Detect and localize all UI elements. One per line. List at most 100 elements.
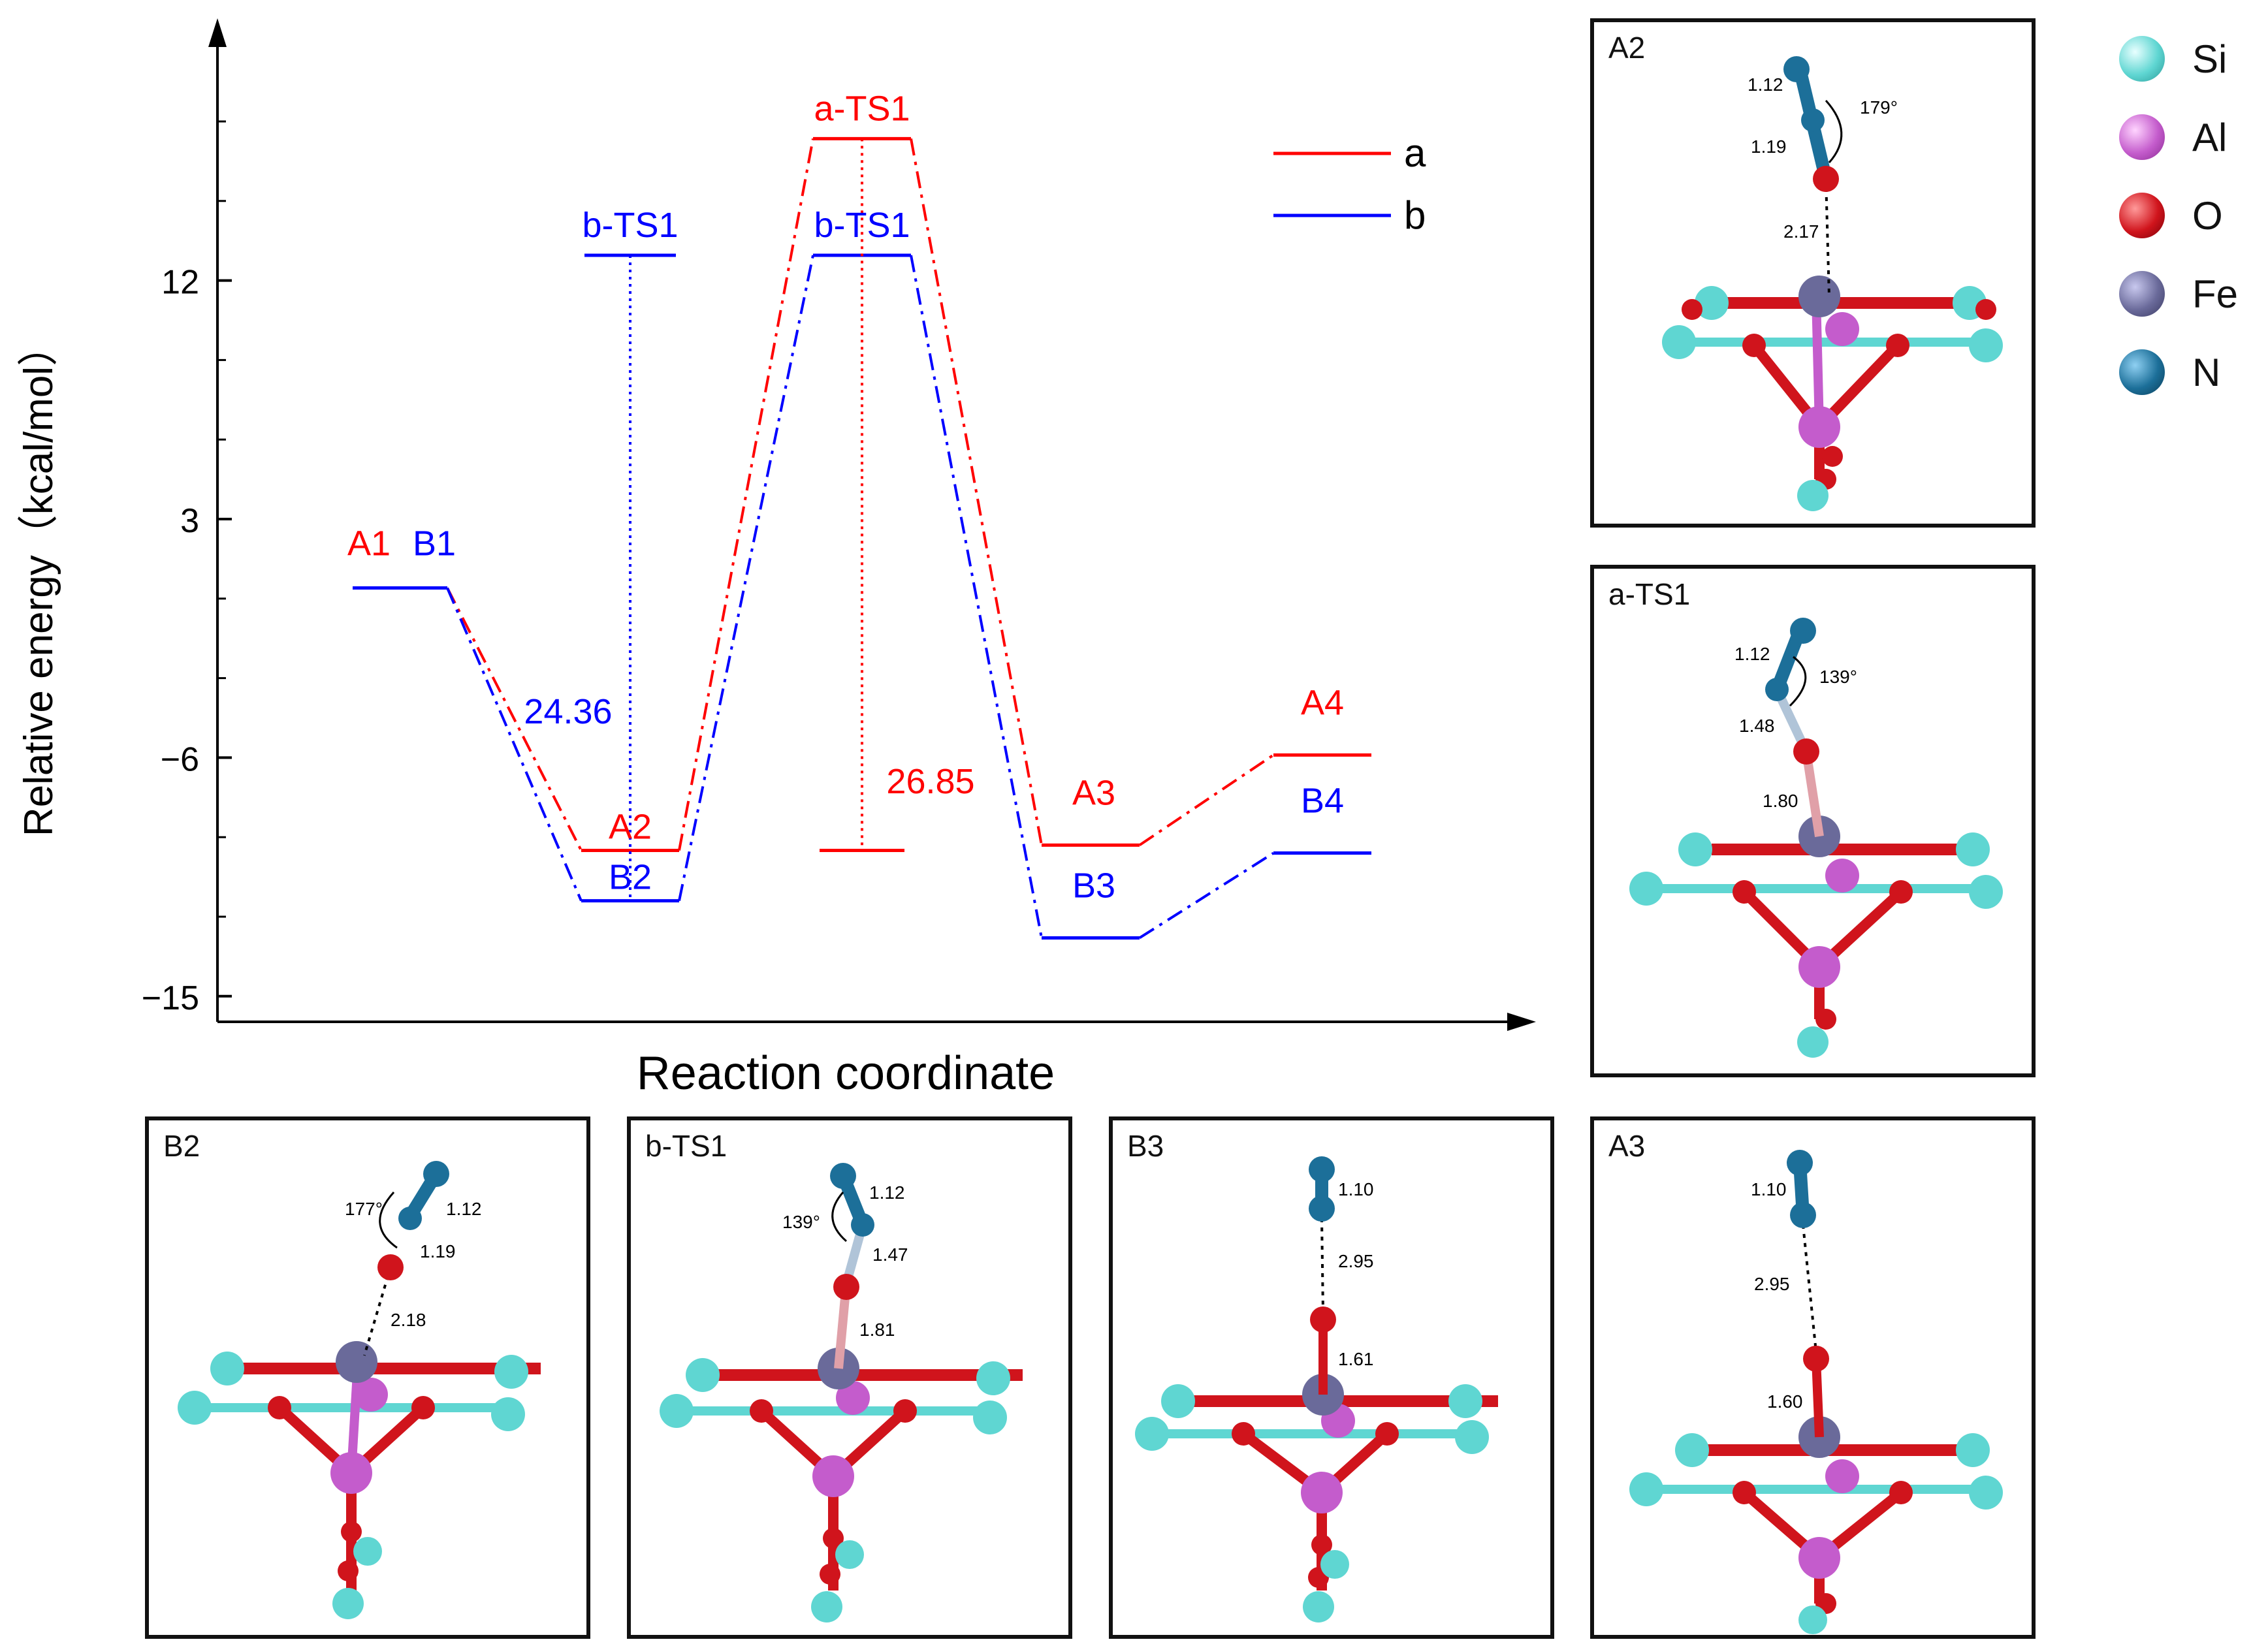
o-atom-icon [2119,193,2165,238]
x-axis-arrow [1507,1013,1536,1031]
atom-legend-item: Al [2119,114,2227,160]
bond-length-ofe: 2.17 [1783,221,1819,242]
y-axis-arrow [208,18,227,47]
level-label-b4: B4 [1301,782,1344,821]
bond-length-nn: 1.12 [446,1199,482,1219]
legend: ab [1273,131,1426,237]
reference-label-b-ts1: b-TS1 [582,206,678,245]
bond-length-nn: 1.12 [869,1182,905,1203]
level-label-a3: A3 [1072,773,1115,812]
molecule-graphic: 1.12 1.19 2.17 179° [1662,56,2003,511]
panel-label: b-TS1 [645,1129,727,1163]
cluster [178,1341,541,1619]
chart-axes [208,18,1536,1031]
connector-b [1138,851,1275,940]
molecule-graphic: 1.12 1.47 1.81 139° [660,1163,1023,1622]
al-atom-icon [2119,114,2165,160]
bond-length-ofe: 2.18 [391,1310,426,1330]
bond-length-no: 1.19 [420,1241,456,1261]
adsorbate: 1.12 1.19 2.17 179° [1748,56,1898,297]
bond-length-ofe: 1.80 [1763,791,1798,811]
y-tick-label: −6 [161,740,199,778]
panel-label: A2 [1608,31,1646,65]
bond-length-no: 2.95 [1754,1274,1790,1294]
energy-profile-chart: 123−6−15 Relative energy（kcal/mol） React… [16,18,1536,1100]
bond-length-ofe: 1.61 [1338,1349,1374,1369]
cluster [1629,1416,2003,1634]
panel-label: B3 [1127,1129,1164,1163]
bond-angle: 177° [345,1199,383,1219]
bond-length-ofe: 1.81 [859,1320,895,1340]
atom-legend-item: Fe [2119,271,2238,317]
cluster [660,1348,1023,1622]
adsorbate: 1.10 2.95 1.60 [1751,1150,1829,1438]
level-label-b-ts1: b-TS1 [814,206,910,245]
level-label-b1: B1 [413,524,456,563]
barrier-value-b: 24.36 [524,692,612,731]
x-axis-label: Reaction coordinate [637,1047,1055,1100]
bond-angle: 139° [782,1212,820,1232]
molecule-graphic: 1.12 1.19 2.18 177° [178,1161,541,1619]
atom-symbol: O [2192,193,2223,238]
structure-panel-b2: B2 1.12 1.19 2.18 [145,1116,590,1639]
adsorbate: 1.12 1.48 1.80 139° [1734,618,1857,838]
connector-b [446,587,583,902]
energy-levels [353,136,1371,940]
cluster [1629,815,2003,1058]
barrier-value-a: 26.85 [886,762,974,801]
barrier-markers: 24.36 26.85 [524,138,975,901]
connector-a [446,587,583,851]
bond-length-nn: 1.12 [1748,74,1783,95]
level-label-a4: A4 [1301,683,1344,722]
y-ticks: 123−6−15 [142,120,232,1017]
atom-symbol: Fe [2192,272,2239,316]
atom-symbol: Al [2192,115,2228,159]
connectors [446,138,1275,940]
fe-atom-icon [2119,271,2165,317]
panel-label: A3 [1608,1129,1646,1163]
bond-length-no: 1.48 [1739,716,1775,736]
adsorbate: 1.12 1.19 2.18 177° [345,1161,482,1356]
y-tick-label: 3 [180,502,199,540]
bond-length-no: 1.19 [1751,136,1787,157]
molecule-graphic: 1.12 1.48 1.80 139° [1629,618,2003,1058]
adsorbate: 1.12 1.47 1.81 139° [782,1163,908,1369]
molecule-graphic: 1.10 2.95 1.61 [1135,1156,1498,1622]
structure-panel-a2: A2 1.12 1.19 2.17 [1590,18,2036,528]
adsorbate: 1.10 2.95 1.61 [1309,1156,1374,1395]
structure-panel-a-ts1: a-TS1 1.12 1.48 1.80 139° [1590,565,2036,1077]
cluster [1135,1374,1498,1622]
y-tick-label: −15 [142,979,199,1017]
legend-label-a: a [1404,131,1426,175]
structure-panel-b3: B3 1.10 2.95 1.61 [1109,1116,1554,1639]
bond-length-nn: 1.10 [1751,1179,1787,1199]
atom-legend-item: N [2119,349,2220,395]
bond-length-nn: 1.10 [1338,1179,1374,1199]
structure-panel-b-ts1: b-TS1 1.12 1.47 1.81 [627,1116,1072,1639]
bond-angle: 139° [1819,667,1857,687]
si-atom-icon [2119,36,2165,82]
molecule-graphic: 1.10 2.95 1.60 [1629,1150,2003,1634]
bond-length-no: 2.95 [1338,1251,1374,1271]
legend-label-b: b [1404,193,1426,237]
connector-a [910,138,1043,846]
y-axis-label: Relative energy（kcal/mol） [16,326,61,836]
atom-legend-item: O [2119,193,2223,238]
connector-a [1138,753,1275,847]
level-label-a1: A1 [347,524,391,563]
bond-angle: 179° [1860,97,1898,118]
level-label-b2: B2 [609,858,652,897]
connector-b [910,255,1043,938]
connector-b [678,255,814,902]
bond-length-no: 1.47 [872,1244,908,1265]
n-atom-icon [2119,349,2165,395]
structure-panel-a3: A3 1.10 2.95 1.60 [1590,1116,2036,1639]
panel-label: B2 [163,1129,200,1163]
cluster [1662,276,2003,511]
panel-label: a-TS1 [1608,577,1691,611]
level-label-b3: B3 [1072,866,1115,905]
bond-length-ofe: 1.60 [1767,1391,1803,1412]
level-label-a2: A2 [609,808,652,847]
level-label-a-ts1: a-TS1 [814,89,910,128]
